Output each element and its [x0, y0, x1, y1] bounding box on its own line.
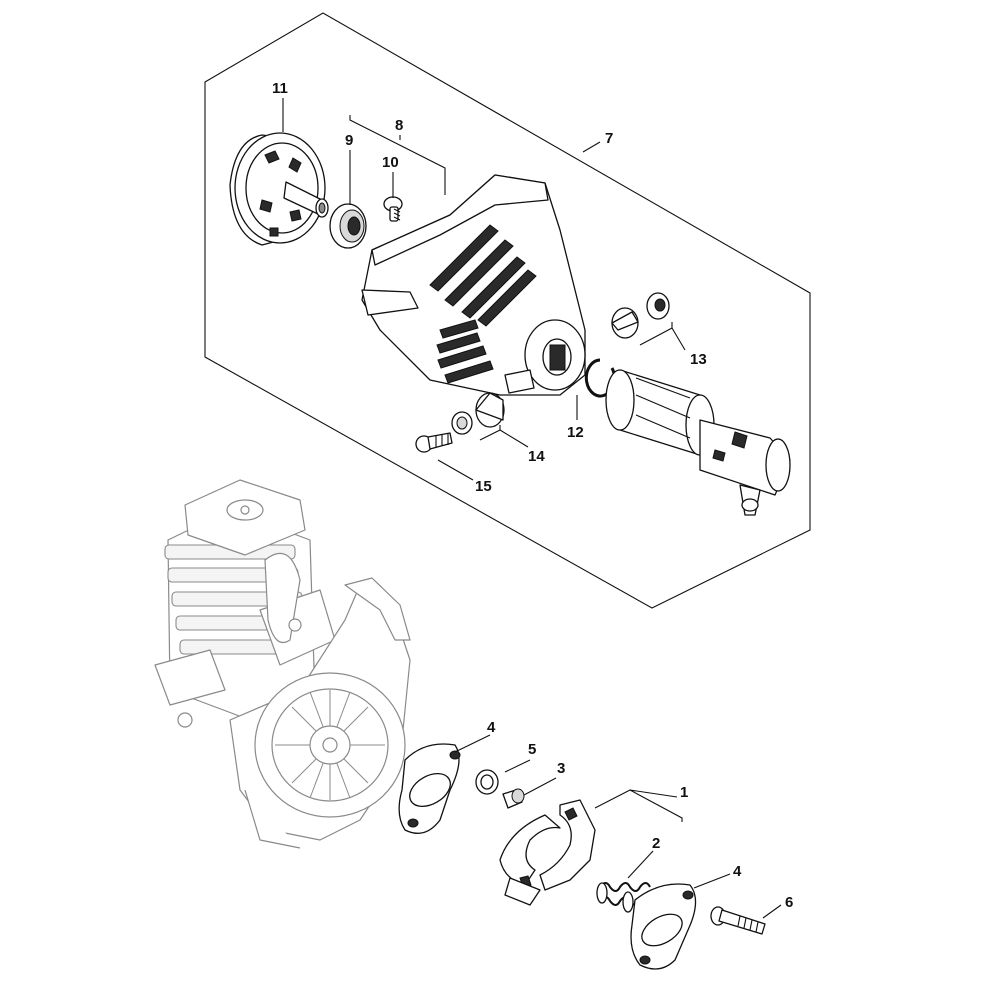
screw-10: [383, 196, 403, 222]
assembly-group-outline: [204, 12, 811, 609]
callout-2: 2: [652, 835, 660, 852]
callout-13: 13: [690, 351, 707, 368]
callout-9: 9: [345, 132, 353, 149]
clutch-spring: [596, 882, 651, 913]
callout-5: 5: [528, 741, 536, 758]
clutch-shoes: [499, 799, 596, 906]
ball-bearing: [329, 203, 367, 249]
drive-tube: [605, 369, 791, 516]
clutch-drum: [229, 132, 329, 246]
callout-14: 14: [528, 448, 545, 465]
callout-8: 8: [395, 117, 403, 134]
bushing-14: [451, 392, 505, 435]
callout-labels: 11 8 9 10 7 13 12 14 15 4 5 3 1 2 4 6: [272, 80, 793, 911]
clutch-carrier-4-left: [398, 743, 461, 834]
callout-4-left: 4: [487, 719, 496, 736]
callout-11: 11: [272, 80, 288, 97]
washer-5: [475, 769, 499, 795]
callout-6: 6: [785, 894, 793, 911]
bolt-6: [710, 906, 766, 935]
leader-lines: [282, 98, 782, 919]
callout-1: 1: [680, 784, 688, 801]
fan-housing: [361, 174, 586, 396]
engine-block: [154, 479, 411, 849]
sleeve-3: [502, 788, 525, 809]
clutch-carrier-4-right: [630, 883, 697, 970]
bushing-13: [611, 292, 670, 339]
screw-15: [415, 432, 453, 453]
callout-3: 3: [557, 760, 565, 777]
callout-7: 7: [605, 130, 613, 147]
callout-15: 15: [475, 478, 492, 495]
callout-10: 10: [382, 154, 399, 171]
callout-12: 12: [567, 424, 584, 441]
callout-4-right: 4: [733, 863, 742, 880]
